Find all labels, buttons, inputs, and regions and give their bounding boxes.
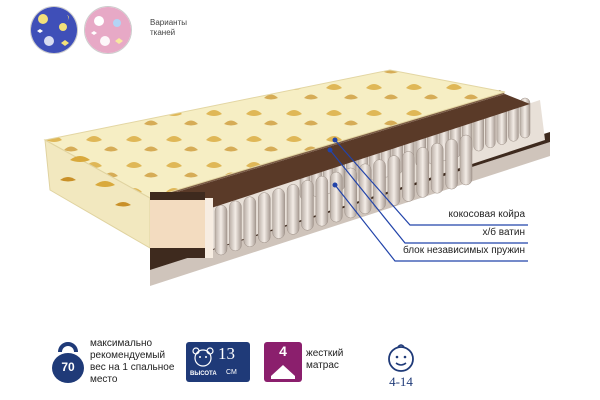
firmness-badge: 4 xyxy=(264,342,302,382)
spring-coil xyxy=(330,171,343,223)
spring-coil xyxy=(315,175,329,227)
spring-coil xyxy=(301,180,314,231)
specs-row: 70 максимально рекомендуемый вес на 1 сп… xyxy=(0,330,600,400)
spring-coil xyxy=(214,204,228,256)
spring-coil xyxy=(229,200,242,252)
max-weight-text: максимально рекомендуемый вес на 1 спаль… xyxy=(90,338,175,385)
spring-coil xyxy=(430,142,444,194)
mattress-cutaway-illustration xyxy=(43,69,550,286)
bottom-coir-cut-face xyxy=(150,248,205,258)
spring-coil xyxy=(459,134,473,186)
spring-coil xyxy=(344,167,357,219)
spring-coil xyxy=(358,163,372,215)
spring-coil xyxy=(272,188,285,239)
blue-fabric-pattern-icon xyxy=(31,7,77,53)
firmness-text: жесткий матрас xyxy=(306,348,344,371)
coir-cut-face xyxy=(150,192,205,200)
foam-cut-face xyxy=(150,198,205,250)
upper-coir-layer xyxy=(150,94,530,210)
spring-coil xyxy=(445,138,458,190)
max-weight-value: 70 xyxy=(61,360,75,374)
callout-cotton-batting: х/б ватин xyxy=(482,227,525,238)
firmness-value: 4 xyxy=(279,343,287,359)
age-badge: 4-14 xyxy=(384,342,418,392)
fabric-swatch-pink[interactable] xyxy=(84,6,132,54)
height-badge: 13 ВЫСОТА СМ xyxy=(186,342,250,382)
callout-lines xyxy=(329,139,528,262)
up-arrow-icon xyxy=(271,365,295,379)
spring-row-front xyxy=(214,134,473,256)
spring-coil xyxy=(387,155,401,206)
spring-coil xyxy=(402,151,415,202)
kettlebell-icon xyxy=(52,342,84,383)
bear-icon xyxy=(192,347,214,367)
fabric-options-caption: Варианты тканей xyxy=(150,18,187,37)
spring-coil xyxy=(257,192,271,243)
spring-coil xyxy=(519,97,531,139)
spring-coil xyxy=(243,196,257,248)
age-range: 4-14 xyxy=(389,374,413,389)
spring-coil xyxy=(286,184,300,235)
spring-coil xyxy=(416,147,430,198)
pink-fabric-pattern-icon xyxy=(85,7,131,53)
side-leaf-pattern xyxy=(60,156,131,207)
height-unit: СМ xyxy=(226,369,237,376)
callout-spring-block: блок независимых пружин xyxy=(402,245,525,256)
max-weight-badge: 70 xyxy=(50,340,86,384)
fabric-swatch-blue[interactable] xyxy=(30,6,78,54)
callout-coconut-coir: кокосовая койра xyxy=(448,209,525,220)
height-label: ВЫСОТА xyxy=(190,371,217,377)
fabric-options: Варианты тканей xyxy=(30,6,200,54)
baby-face-icon xyxy=(388,344,414,372)
spring-coil xyxy=(373,159,386,210)
height-value: 13 xyxy=(218,344,235,363)
